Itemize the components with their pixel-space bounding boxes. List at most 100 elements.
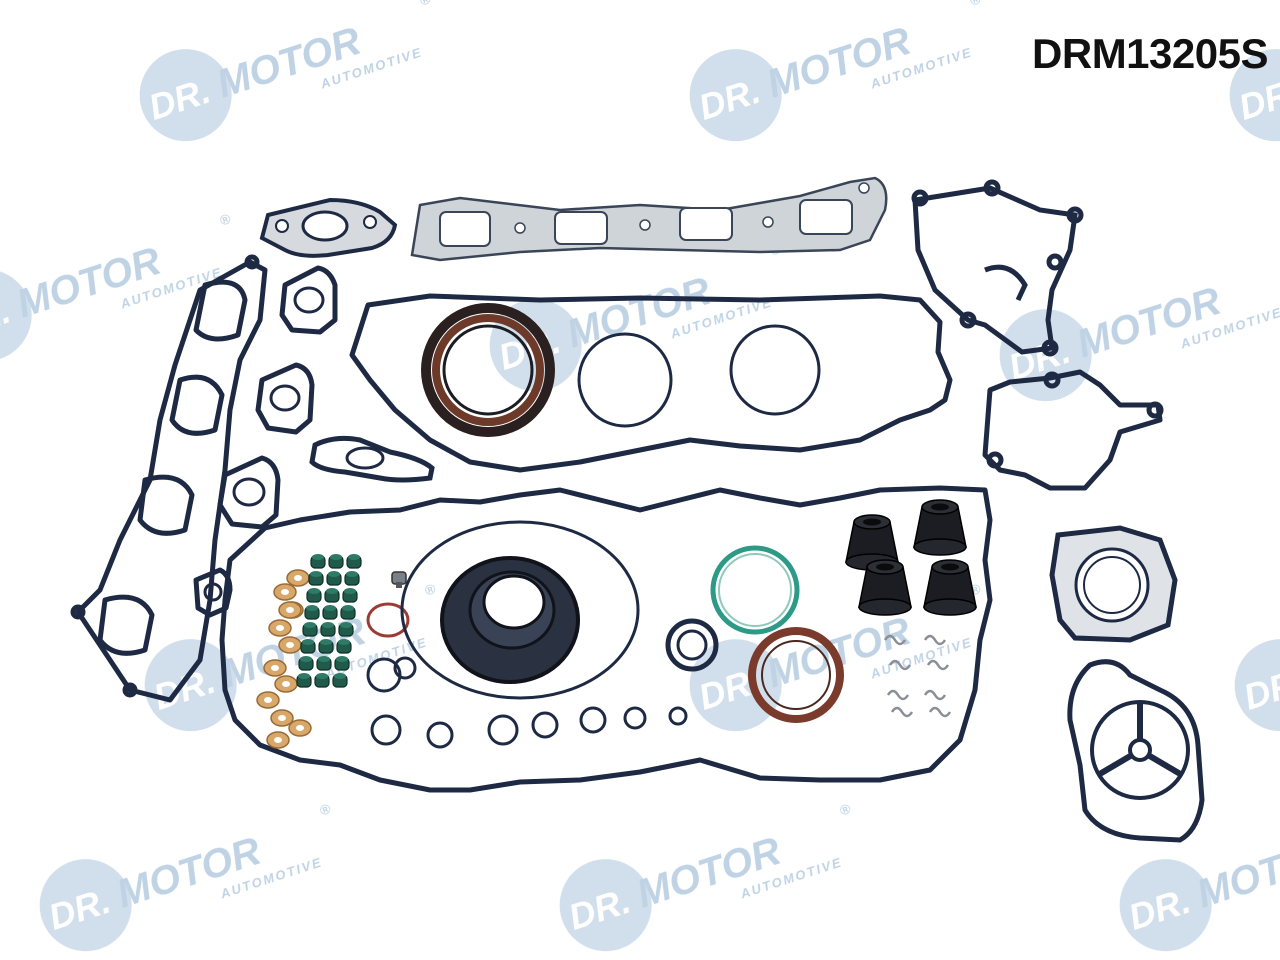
rear-main-seal (400, 520, 640, 700)
small-o-ring (623, 706, 647, 730)
small-o-ring (370, 714, 402, 746)
small-o-ring (487, 714, 519, 746)
spring-clip (923, 689, 947, 701)
lower-valve-cover-gasket (219, 485, 993, 793)
front-crank-seal (421, 303, 555, 437)
small-bolt (391, 571, 407, 588)
brand-watermark: DR.MOTOR®AUTOMOTIVE (1229, 49, 1280, 142)
valve-stem-seal-top (344, 588, 356, 594)
water-pump-gasket (911, 179, 1084, 357)
watermark-brand: MOTOR (1191, 829, 1280, 917)
egr-pipe-gasket (309, 435, 435, 483)
boot-hole (931, 503, 949, 511)
small-o-ring (579, 706, 607, 734)
valve-stem-seal-top (320, 639, 332, 645)
watermark-brand: MOTOR (1071, 279, 1226, 367)
watermark-brand: MOTOR (761, 19, 916, 107)
spring-clips (883, 634, 952, 718)
spring-clip (888, 659, 912, 671)
watermark-reg-mark: ® (423, 580, 438, 599)
washer-hole (294, 575, 302, 581)
watermark-brand: MOTOR (561, 269, 716, 357)
thermostat-housing-gasket (982, 369, 1164, 491)
exhaust-manifold-gasket (410, 176, 888, 262)
washer-hole (271, 665, 279, 671)
valve-stem-seal-top (310, 571, 322, 577)
valve-stem-seal-top (338, 639, 350, 645)
washer-hole (278, 715, 286, 721)
injector-boot (858, 559, 912, 616)
valve-stem-seal-top (300, 656, 312, 662)
spring-clip (923, 634, 947, 646)
vacuum-pump-gasket (1067, 659, 1205, 843)
valve-stem-seal-top (302, 639, 314, 645)
valve-stem-seal-top (348, 554, 360, 560)
brand-watermark: DR.MOTOR®AUTOMOTIVE (39, 800, 333, 952)
valve-stem-seal-top (308, 588, 320, 594)
washer-hole (296, 725, 304, 731)
black-o-rings-mid (665, 618, 719, 672)
watermark-brand: MOTOR (211, 19, 366, 107)
port-gaskets-column (193, 265, 338, 618)
small-o-ring (426, 721, 454, 749)
valve-stem-seal-top (340, 622, 352, 628)
upper-o-rings (577, 324, 821, 428)
brand-watermark: DR.MOTOR®AUTOMOTIVE (689, 0, 983, 142)
boot-hole (876, 563, 894, 571)
washer-hole (276, 625, 284, 631)
spring-clip (886, 689, 910, 701)
brand-watermark: DR.MOTOR®AUTOMOTIVE (999, 250, 1280, 402)
injector-boot (923, 559, 977, 616)
intake-manifold-gasket (70, 254, 268, 703)
watermark-brand: MOTOR (111, 829, 266, 917)
brown-oil-seal (748, 627, 844, 723)
boot-hole (941, 563, 959, 571)
valve-stem-seal-top (304, 622, 316, 628)
valve-stem-seal-top (318, 656, 330, 662)
brand-watermark: DR.MOTOR®AUTOMOTIVE (559, 800, 853, 952)
watermark-reg-mark: ® (838, 800, 853, 819)
valve-stem-seal-top (346, 571, 358, 577)
injector-boot (913, 499, 967, 556)
spring-clip (926, 659, 950, 671)
valve-stem-seal-top (326, 588, 338, 594)
washer-hole (281, 589, 289, 595)
valve-stem-seal-top (316, 673, 328, 679)
valve-stem-seal-top (306, 605, 318, 611)
washer-hole (274, 737, 282, 743)
valve-stem-seal-top (322, 622, 334, 628)
spring-clip (928, 706, 952, 718)
valve-stem-seal-top (336, 656, 348, 662)
valve-stem-seal-top (334, 673, 346, 679)
injector-boots (845, 499, 977, 616)
upper-valve-cover-gasket (349, 293, 953, 473)
small-o-ring (393, 656, 417, 680)
boot-hole (863, 518, 881, 526)
spring-clip (883, 634, 907, 646)
brand-watermark: DR.MOTOR®AUTOMOTIVE (1119, 829, 1280, 952)
valve-stem-seal-top (298, 673, 310, 679)
watermark-reg-mark: ® (1278, 250, 1280, 269)
boot-base (923, 598, 977, 616)
watermark-reg-mark: ® (968, 0, 983, 9)
washer-hole (264, 697, 272, 703)
red-o-rings (366, 602, 410, 638)
valve-stem-seals (296, 554, 362, 688)
washer-hole (286, 642, 294, 648)
watermark-reg-mark: ® (318, 800, 333, 819)
valve-stem-seal-top (312, 554, 324, 560)
throttle-body-gasket (1049, 525, 1178, 643)
brand-watermark: DR.MOTOR®AUTOMOTIVE (1234, 639, 1280, 732)
watermark-reg-mark: ® (218, 210, 233, 229)
boot-base (858, 598, 912, 616)
small-o-rings (366, 656, 688, 749)
washer-hole (286, 607, 294, 613)
valve-stem-seal-top (342, 605, 354, 611)
egr-flange-gasket (259, 197, 398, 258)
watermark-reg-mark: ® (418, 0, 433, 9)
watermark-brand: MOTOR (631, 829, 786, 917)
spring-clip (890, 706, 914, 718)
boot-base (913, 538, 967, 556)
part-number-label: DRM13205S (1032, 30, 1268, 77)
